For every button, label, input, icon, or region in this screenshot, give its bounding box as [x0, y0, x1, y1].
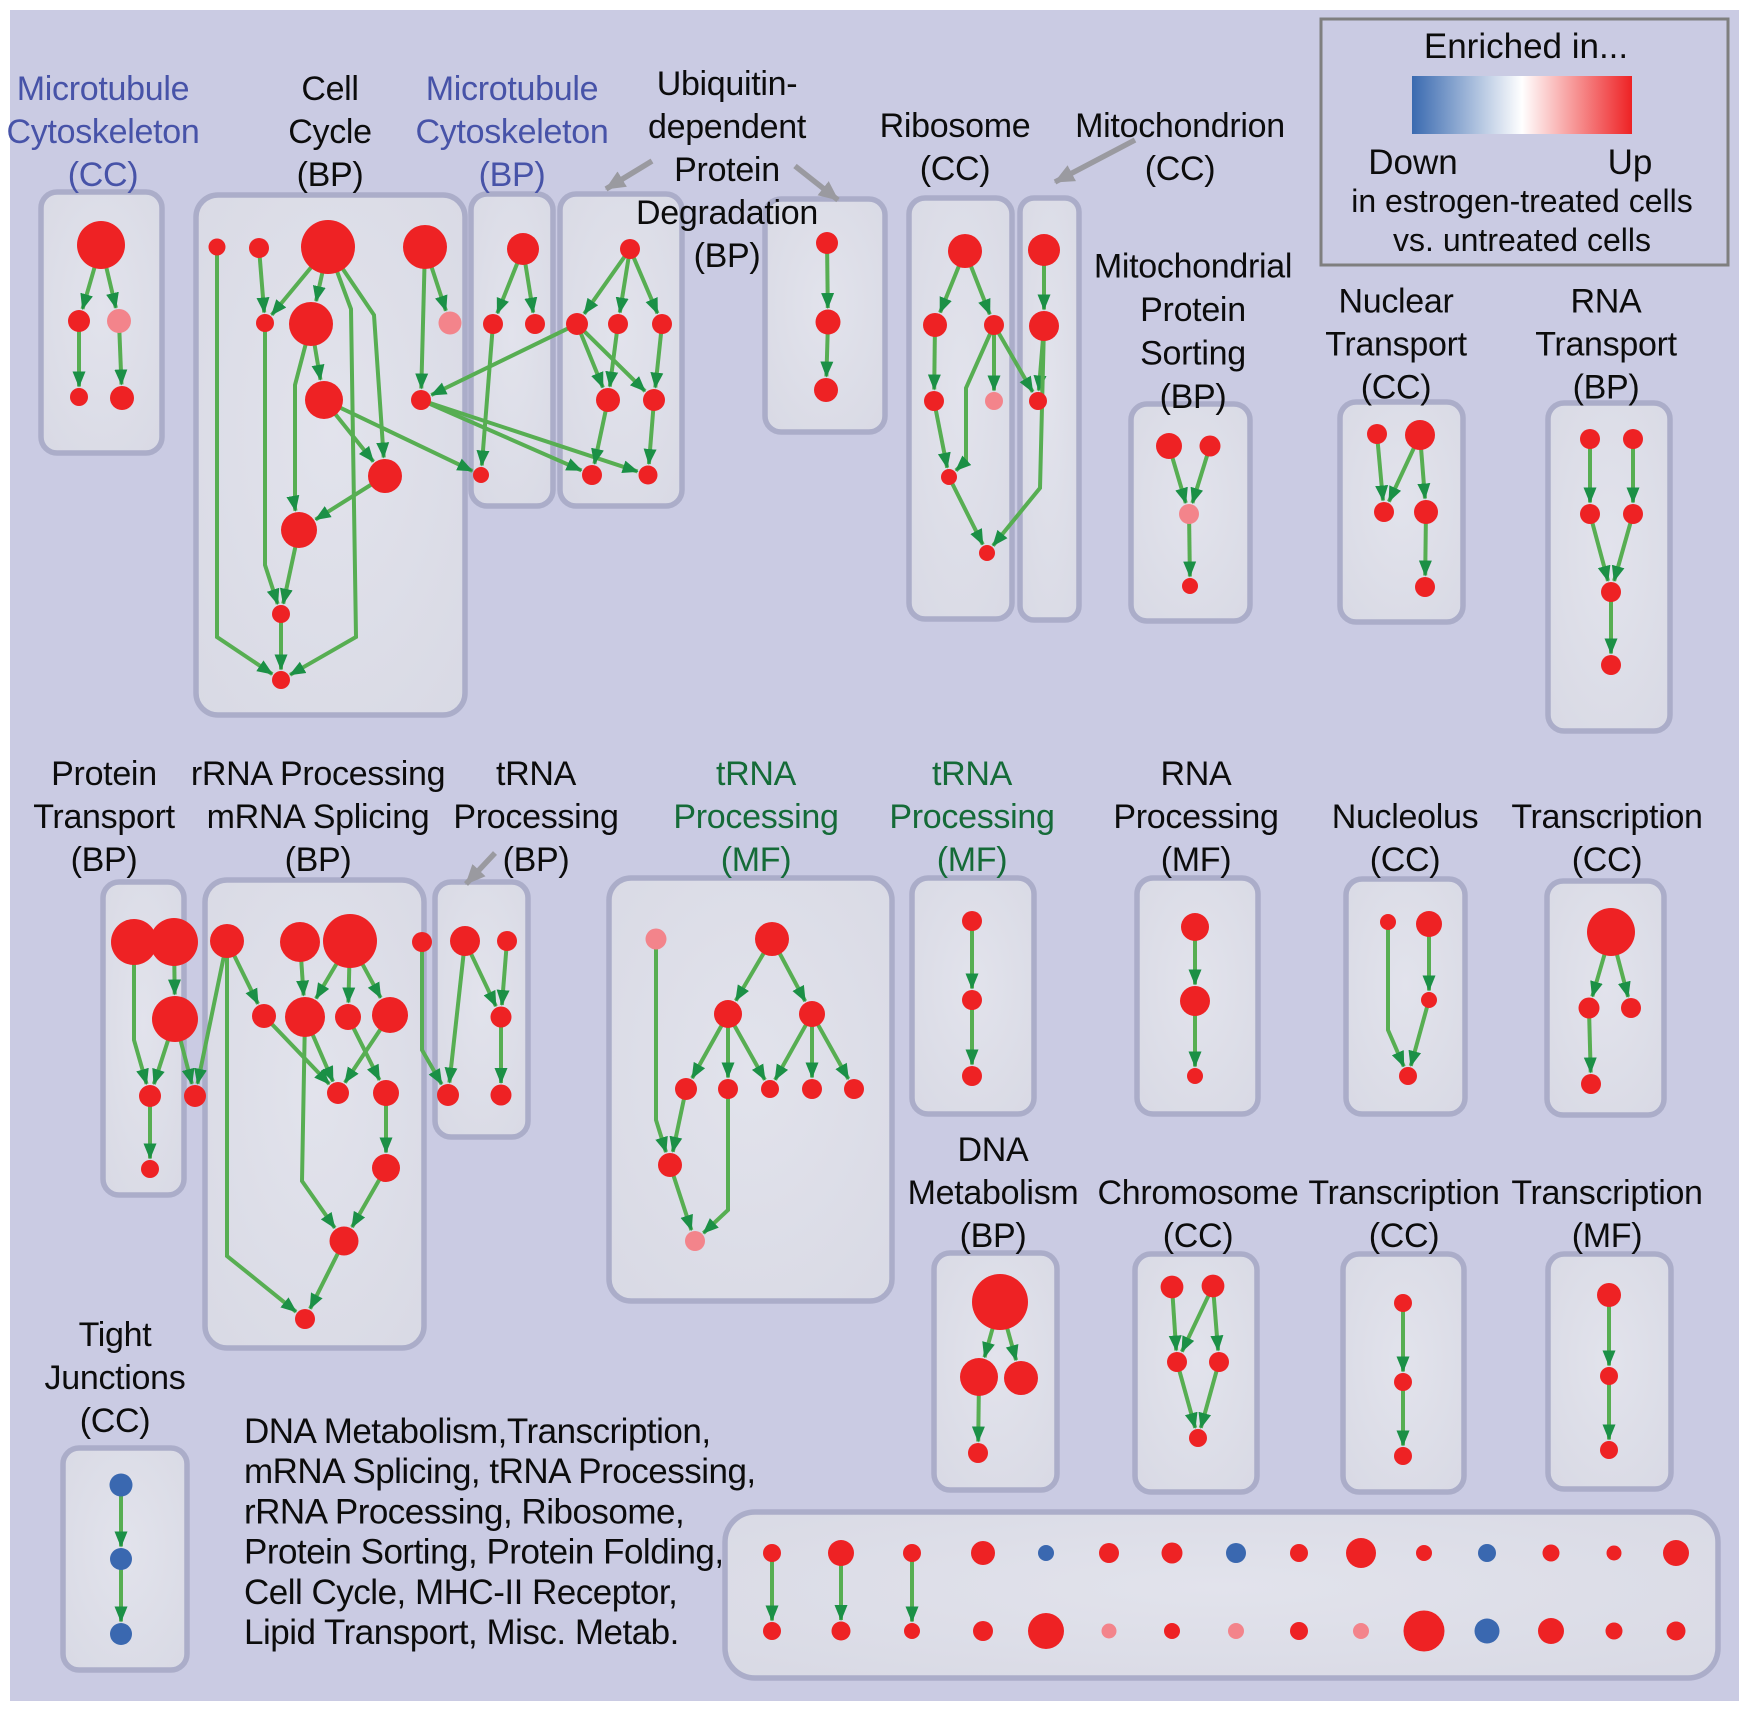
svg-text:DNA Metabolism,Transcription,: DNA Metabolism,Transcription, — [244, 1412, 711, 1451]
svg-text:(BP): (BP) — [960, 1217, 1027, 1255]
svg-text:(CC): (CC) — [1369, 1217, 1440, 1255]
svg-text:(MF): (MF) — [1572, 1217, 1643, 1255]
svg-text:Ribosome: Ribosome — [880, 107, 1031, 145]
svg-text:Processing: Processing — [889, 798, 1054, 836]
svg-text:DNA: DNA — [958, 1131, 1030, 1169]
svg-text:Junctions: Junctions — [45, 1359, 186, 1397]
svg-text:Enriched in...: Enriched in... — [1424, 27, 1628, 66]
svg-text:Cycle: Cycle — [288, 113, 372, 151]
svg-text:(CC): (CC) — [80, 1402, 151, 1440]
svg-text:(CC): (CC) — [1370, 841, 1441, 879]
svg-text:Protein Sorting, Protein Foldi: Protein Sorting, Protein Folding, — [244, 1533, 724, 1572]
svg-text:tRNA: tRNA — [496, 755, 577, 793]
svg-text:(CC): (CC) — [1572, 841, 1643, 879]
svg-text:RNA: RNA — [1571, 283, 1643, 321]
svg-text:dependent: dependent — [648, 108, 807, 146]
svg-text:Lipid Transport, Misc. Metab.: Lipid Transport, Misc. Metab. — [244, 1613, 679, 1652]
svg-text:Cell Cycle, MHC-II Receptor,: Cell Cycle, MHC-II Receptor, — [244, 1573, 677, 1612]
svg-text:(CC): (CC) — [1361, 369, 1432, 407]
svg-text:Up: Up — [1608, 143, 1653, 182]
svg-text:Mitochondrial: Mitochondrial — [1094, 248, 1292, 286]
svg-text:tRNA: tRNA — [716, 755, 797, 793]
svg-text:Metabolism: Metabolism — [908, 1174, 1079, 1212]
svg-text:Sorting: Sorting — [1140, 335, 1246, 373]
svg-text:(BP): (BP) — [694, 237, 761, 275]
svg-text:Cell: Cell — [301, 70, 358, 108]
svg-text:(MF): (MF) — [937, 841, 1008, 879]
svg-text:(BP): (BP) — [1160, 378, 1227, 416]
svg-text:Chromosome: Chromosome — [1097, 1174, 1298, 1212]
svg-text:Microtubule: Microtubule — [426, 70, 598, 108]
svg-text:RNA: RNA — [1161, 755, 1233, 793]
svg-text:(BP): (BP) — [503, 841, 570, 879]
svg-text:(BP): (BP) — [285, 841, 352, 879]
svg-text:Tight: Tight — [79, 1316, 153, 1354]
svg-text:Transport: Transport — [1535, 326, 1677, 364]
svg-text:(CC): (CC) — [1163, 1217, 1234, 1255]
svg-text:Protein: Protein — [1140, 291, 1246, 329]
svg-text:Cytoskeleton: Cytoskeleton — [416, 113, 609, 151]
svg-text:in estrogen-treated cells: in estrogen-treated cells — [1351, 183, 1693, 219]
svg-text:(MF): (MF) — [721, 841, 792, 879]
svg-text:Down: Down — [1368, 143, 1457, 182]
svg-text:Nucleolus: Nucleolus — [1332, 798, 1479, 836]
svg-text:Mitochondrion: Mitochondrion — [1075, 107, 1285, 145]
svg-text:vs. untreated cells: vs. untreated cells — [1393, 222, 1651, 258]
svg-text:Transport: Transport — [33, 798, 175, 836]
svg-text:Nuclear: Nuclear — [1338, 283, 1453, 321]
svg-text:(BP): (BP) — [479, 156, 546, 194]
svg-text:rRNA Processing: rRNA Processing — [191, 755, 445, 793]
svg-text:Microtubule: Microtubule — [17, 70, 189, 108]
svg-text:Protein: Protein — [51, 755, 157, 793]
svg-text:Transport: Transport — [1325, 326, 1467, 364]
svg-text:(BP): (BP) — [71, 841, 138, 879]
svg-text:(MF): (MF) — [1161, 841, 1232, 879]
svg-text:Transcription: Transcription — [1511, 1174, 1702, 1212]
svg-text:mRNA Splicing: mRNA Splicing — [207, 798, 430, 836]
svg-text:Ubiquitin-: Ubiquitin- — [657, 65, 798, 103]
svg-text:Processing: Processing — [673, 798, 838, 836]
svg-text:(CC): (CC) — [68, 156, 139, 194]
svg-text:mRNA Splicing, tRNA Processing: mRNA Splicing, tRNA Processing, — [244, 1452, 756, 1491]
svg-text:(BP): (BP) — [297, 156, 364, 194]
svg-text:Transcription: Transcription — [1511, 798, 1702, 836]
svg-text:Cytoskeleton: Cytoskeleton — [7, 113, 200, 151]
svg-text:(CC): (CC) — [920, 150, 991, 188]
svg-text:rRNA Processing, Ribosome,: rRNA Processing, Ribosome, — [244, 1492, 684, 1531]
svg-text:Processing: Processing — [1113, 798, 1278, 836]
svg-text:Transcription: Transcription — [1308, 1174, 1499, 1212]
svg-text:(BP): (BP) — [1573, 369, 1640, 407]
svg-text:Degradation: Degradation — [636, 194, 818, 232]
svg-text:Protein: Protein — [674, 151, 780, 189]
svg-text:tRNA: tRNA — [932, 755, 1013, 793]
svg-text:Processing: Processing — [453, 798, 618, 836]
svg-text:(CC): (CC) — [1145, 150, 1216, 188]
